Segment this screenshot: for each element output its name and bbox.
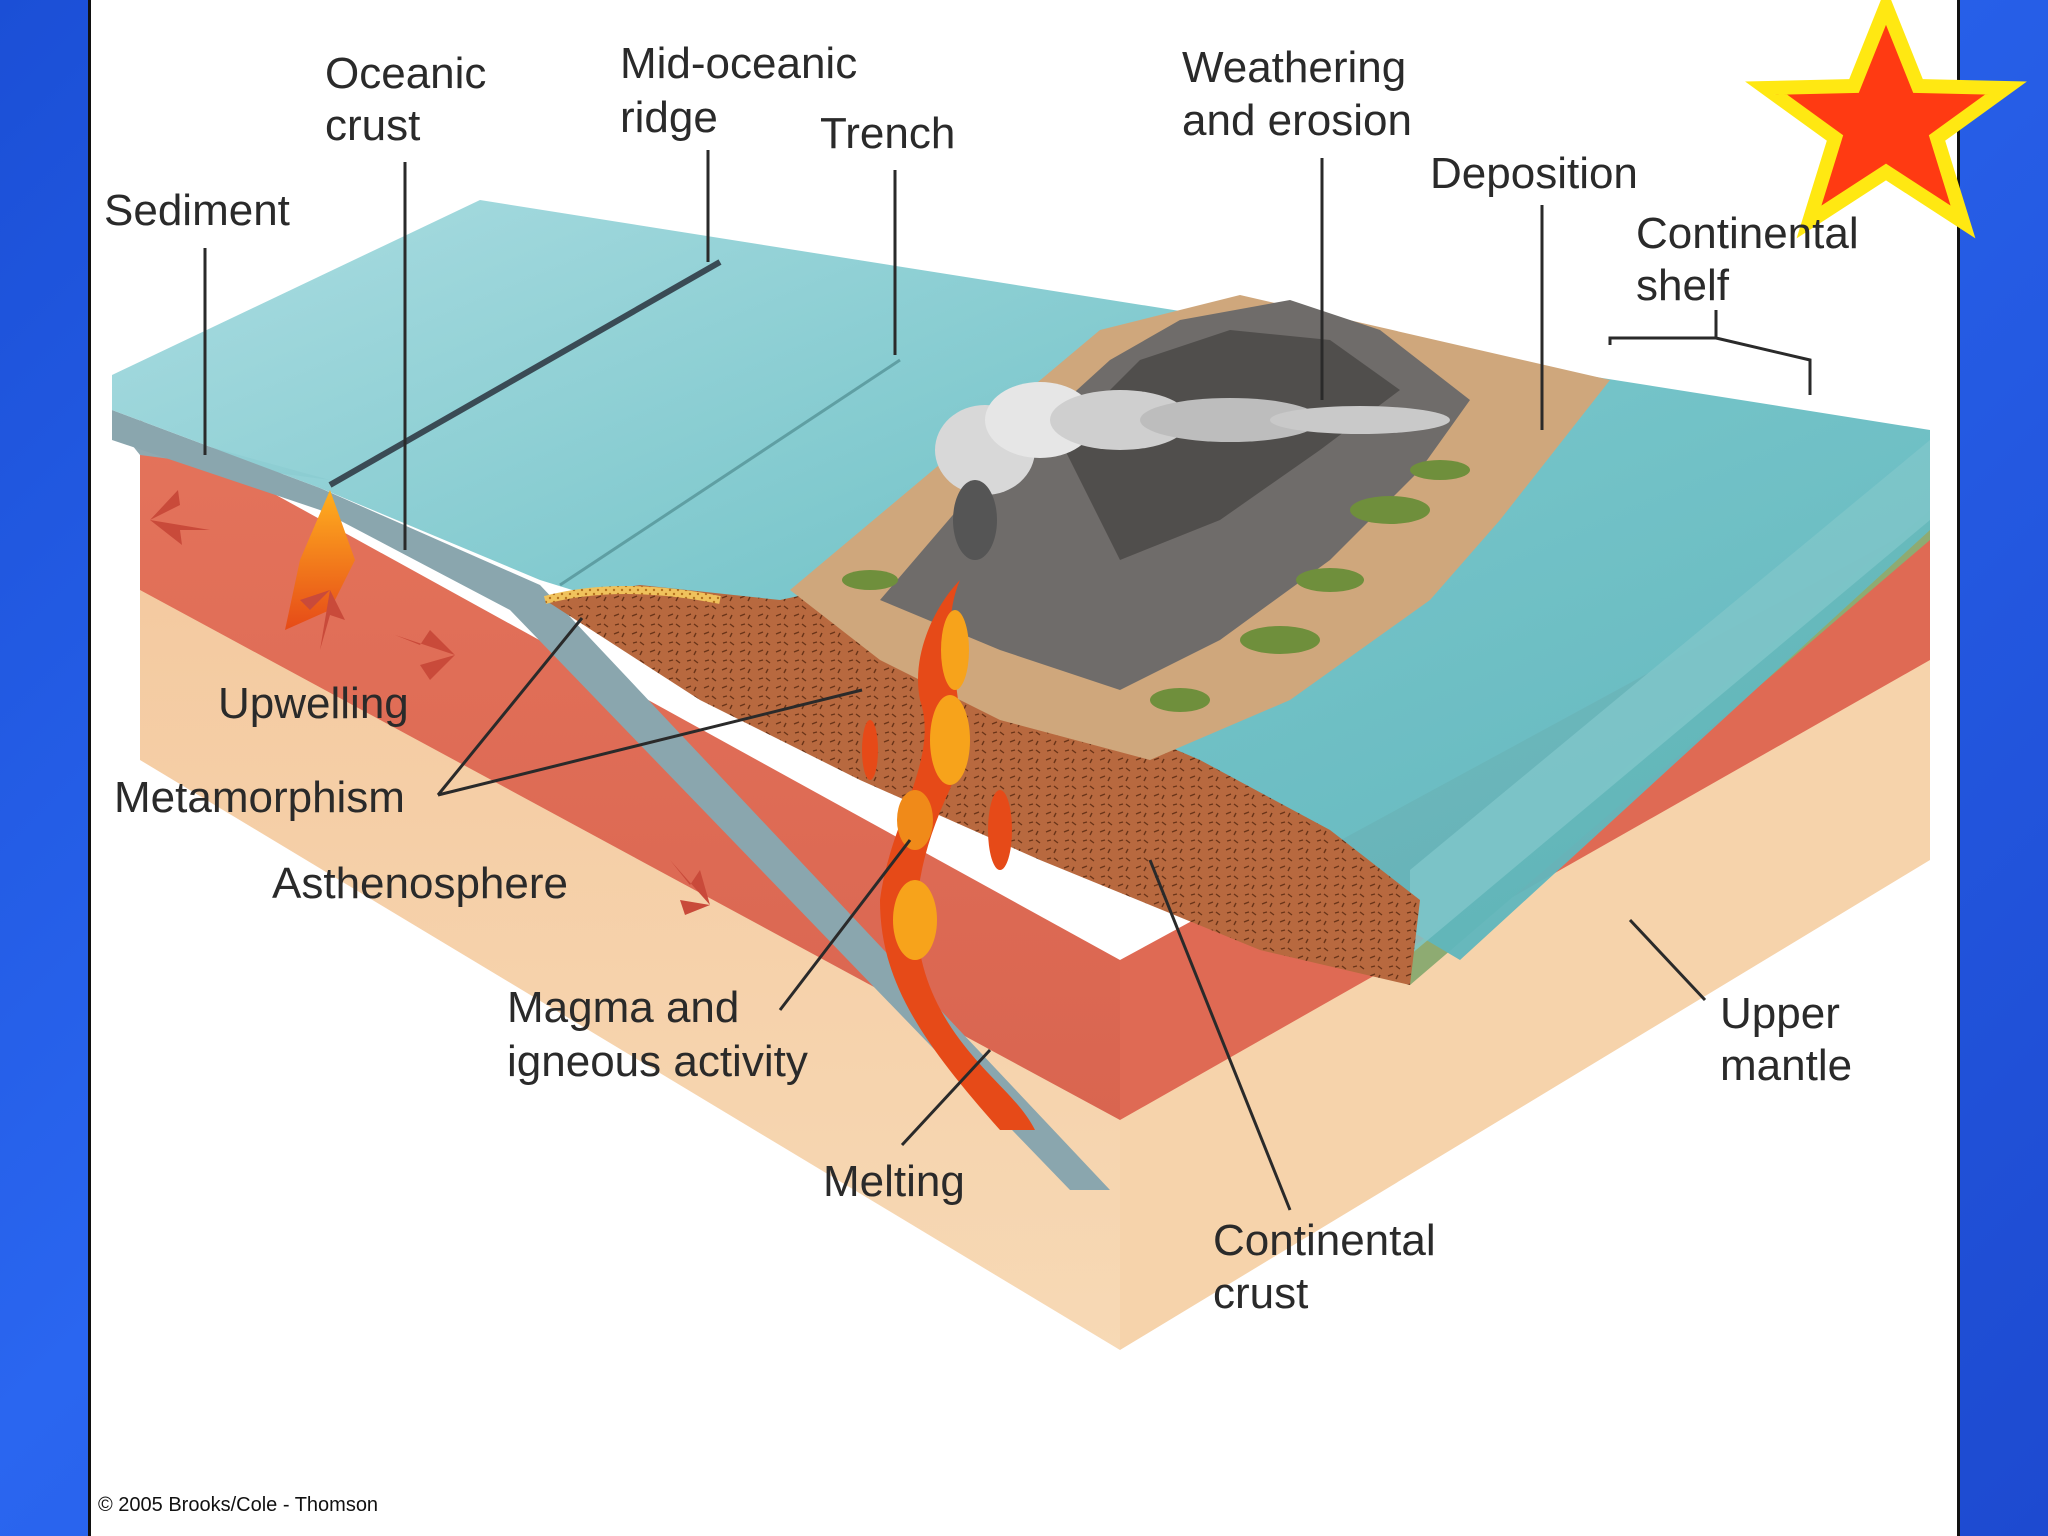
label-oceanic-crust-line1: Oceanic [325, 49, 486, 98]
label-upwelling: Upwelling [218, 679, 409, 728]
label-deposition: Deposition [1430, 149, 1638, 198]
label-continental-crust-line2: crust [1213, 1269, 1308, 1318]
label-magma-line1: Magma and [507, 983, 739, 1032]
label-weathering-line1: Weathering [1182, 43, 1406, 92]
label-continental-shelf-line1: Continental [1636, 209, 1859, 258]
label-continental-shelf-line2: shelf [1636, 261, 1730, 310]
label-asthenosphere: Asthenosphere [272, 859, 568, 908]
label-trench: Trench [820, 109, 955, 158]
star-icon [1766, 6, 2006, 222]
label-oceanic-crust-line2: crust [325, 101, 420, 150]
label-upper-mantle-line1: Upper [1720, 989, 1840, 1038]
label-melting: Melting [823, 1157, 965, 1206]
label-magma-line2: igneous activity [507, 1037, 808, 1086]
copyright-notice: © 2005 Brooks/Cole - Thomson [98, 1494, 378, 1517]
label-continental-crust-line1: Continental [1213, 1216, 1436, 1265]
label-weathering-line2: and erosion [1182, 96, 1412, 145]
label-mid-oceanic-ridge-line1: Mid-oceanic [620, 39, 857, 88]
label-sediment: Sediment [104, 186, 290, 235]
label-metamorphism: Metamorphism [114, 773, 405, 822]
label-mid-oceanic-ridge-line2: ridge [620, 93, 718, 142]
label-upper-mantle-line2: mantle [1720, 1041, 1852, 1090]
